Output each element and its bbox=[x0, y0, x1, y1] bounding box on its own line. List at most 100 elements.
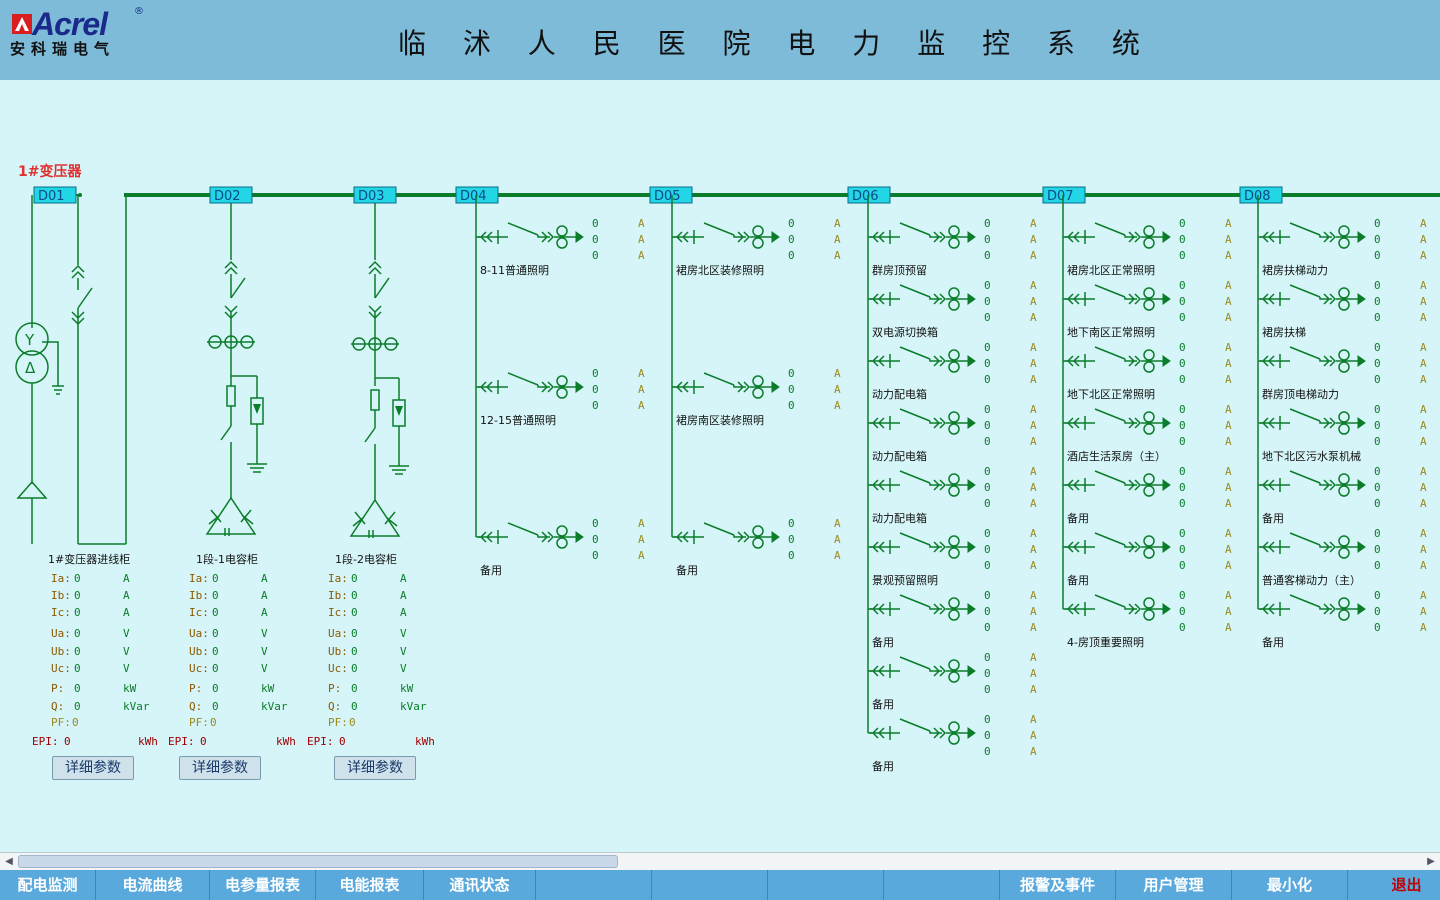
feeder-reading: 0 bbox=[1179, 605, 1186, 618]
feeder-reading: 0 bbox=[984, 403, 991, 416]
feeder-reading: 0 bbox=[1179, 497, 1186, 510]
cabinet-tag-d05[interactable]: D05 bbox=[649, 186, 693, 204]
nav-button[interactable]: 退出 bbox=[1348, 870, 1440, 900]
feeder-reading: 0 bbox=[1374, 435, 1381, 448]
nav-button[interactable]: 电参量报表 bbox=[210, 870, 316, 900]
nav-button[interactable]: 配电监测 bbox=[0, 870, 96, 900]
feeder-unit: A bbox=[638, 367, 645, 380]
feeder-unit: A bbox=[1225, 621, 1232, 634]
nav-button[interactable]: 电流曲线 bbox=[96, 870, 210, 900]
detail-params-button[interactable]: 详细参数 bbox=[334, 756, 416, 780]
feeder-unit: A bbox=[1030, 481, 1037, 494]
cabinet-tag-d01[interactable]: D01 bbox=[33, 186, 77, 204]
feeder-unit: A bbox=[1225, 419, 1232, 432]
measure-unit: V bbox=[400, 662, 407, 675]
measure-label-q: Q: bbox=[189, 700, 202, 713]
detail-params-button[interactable]: 详细参数 bbox=[52, 756, 134, 780]
detail-params-button[interactable]: 详细参数 bbox=[179, 756, 261, 780]
measure-value: 0 bbox=[349, 716, 356, 729]
measure-value: 0 bbox=[212, 682, 219, 695]
feeder-reading: 0 bbox=[984, 481, 991, 494]
feeder-unit: A bbox=[1030, 311, 1037, 324]
feeder-reading: 0 bbox=[1374, 295, 1381, 308]
horizontal-scrollbar[interactable]: ◀ ▶ bbox=[0, 852, 1440, 870]
feeder-unit: A bbox=[1030, 543, 1037, 556]
scroll-right-icon[interactable]: ▶ bbox=[1427, 856, 1435, 867]
measure-label-ic: Ic: bbox=[51, 606, 71, 619]
cabinet-tag-d03[interactable]: D03 bbox=[353, 186, 397, 204]
nav-button[interactable]: 电能报表 bbox=[316, 870, 424, 900]
measure-unit: V bbox=[261, 645, 268, 658]
feeder-name: 裙房北区正常照明 bbox=[1067, 264, 1155, 277]
nav-button[interactable]: 用户管理 bbox=[1116, 870, 1232, 900]
feeder-reading: 0 bbox=[1374, 605, 1381, 618]
feeder-name: 裙房扶梯动力 bbox=[1262, 263, 1328, 277]
feeder-unit: A bbox=[1030, 527, 1037, 540]
feeder-reading: 0 bbox=[1179, 589, 1186, 602]
cabinet-tag-d08[interactable]: D08 bbox=[1239, 186, 1283, 204]
measure-label-uc: Uc: bbox=[328, 662, 348, 675]
measure-unit: V bbox=[123, 662, 130, 675]
nav-button[interactable]: 通讯状态 bbox=[424, 870, 536, 900]
measure-unit: kW bbox=[123, 682, 137, 695]
measure-unit: A bbox=[261, 572, 268, 585]
feeder-reading: 0 bbox=[1374, 357, 1381, 370]
svg-text:D05: D05 bbox=[654, 189, 681, 204]
feeder-name: 动力配电箱 bbox=[872, 449, 927, 463]
feeder-reading: 0 bbox=[1179, 357, 1186, 370]
nav-button[interactable]: 报警及事件 bbox=[1000, 870, 1116, 900]
feeder-name: 8-11普通照明 bbox=[480, 263, 549, 277]
feeder-unit: A bbox=[1225, 295, 1232, 308]
feeder-unit: A bbox=[1225, 559, 1232, 572]
logo-brand-text: Acrel bbox=[32, 6, 108, 42]
cabinet-tag-d07[interactable]: D07 bbox=[1042, 186, 1086, 204]
feeder-reading: 0 bbox=[984, 249, 991, 262]
feeder-unit: A bbox=[1225, 403, 1232, 416]
feeder-reading: 0 bbox=[788, 533, 795, 546]
scroll-thumb[interactable] bbox=[18, 855, 618, 868]
feeder-reading: 0 bbox=[1374, 497, 1381, 510]
feeder-reading: 0 bbox=[984, 559, 991, 572]
measure-unit: V bbox=[261, 662, 268, 675]
cabinet-tag-d02[interactable]: D02 bbox=[209, 186, 253, 204]
feeder-reading: 0 bbox=[1179, 373, 1186, 386]
measure-label-uc: Uc: bbox=[189, 662, 209, 675]
scroll-left-icon[interactable]: ◀ bbox=[5, 856, 13, 867]
cabinet-tag-d06[interactable]: D06 bbox=[847, 186, 891, 204]
feeder-reading: 0 bbox=[1179, 435, 1186, 448]
measure-value: 0 bbox=[74, 682, 81, 695]
feeder-reading: 0 bbox=[984, 713, 991, 726]
cabinet-tag-d04[interactable]: D04 bbox=[455, 186, 499, 204]
nav-button[interactable]: 最小化 bbox=[1232, 870, 1348, 900]
